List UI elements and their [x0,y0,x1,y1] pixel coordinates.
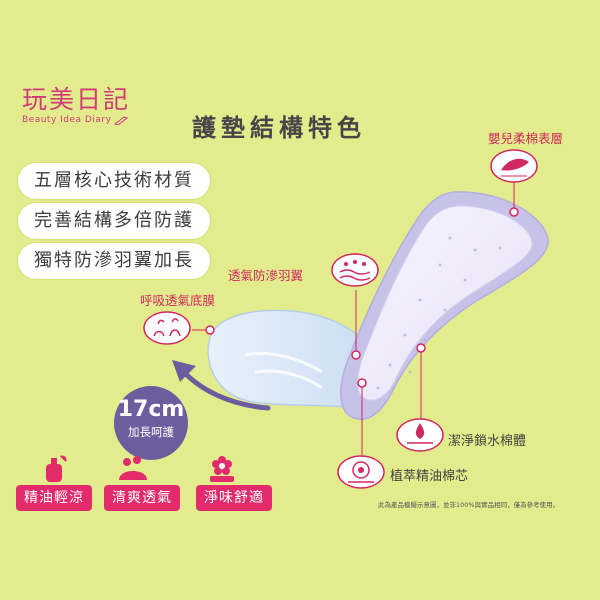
benefit-tag: 淨味舒適 [196,485,272,511]
oil-bottle-icon [46,455,67,482]
fresh-air-icon [119,456,147,480]
flower-core-icon [337,455,385,489]
benefit-tag: 精油輕涼 [16,485,92,511]
brand-title: 玩美日記 [22,85,131,114]
waves-icon [331,253,379,287]
brand-logo: 玩美日記 Beauty Idea Diary [22,86,130,125]
length-note: 加長呵護 [128,425,174,439]
absorb-layer-label: 潔淨鎖水棉體 [448,434,527,449]
wings-layer-label: 透氣防滲羽翼 [228,268,304,283]
length-badge: 17cm 加長呵護 [114,386,188,460]
core-layer-label: 植萃精油棉芯 [390,469,469,484]
disclaimer-text: 此為產品模擬示意圖，並非100%與實品相同，僅為參考使用。 [378,501,560,509]
cotton-icon [490,149,538,183]
droplet-icon [396,418,444,452]
feature-pill: 五層核心技術材質 [18,163,210,199]
top-layer-label: 嬰兒柔棉表層 [488,131,564,146]
flower-icon [210,456,234,482]
page-title: 護墊結構特色 [192,114,366,142]
feature-pill: 完善結構多倍防護 [18,203,210,239]
breath-icon [143,311,191,345]
breathable-layer-label: 呼吸透氣底膜 [140,293,216,308]
benefit-tag: 清爽透氣 [104,485,180,511]
brand-subtitle: Beauty Idea Diary [22,115,112,125]
feature-pill: 獨特防滲羽翼加長 [18,243,210,279]
length-value: 17cm [117,397,185,422]
pen-icon [114,116,129,125]
